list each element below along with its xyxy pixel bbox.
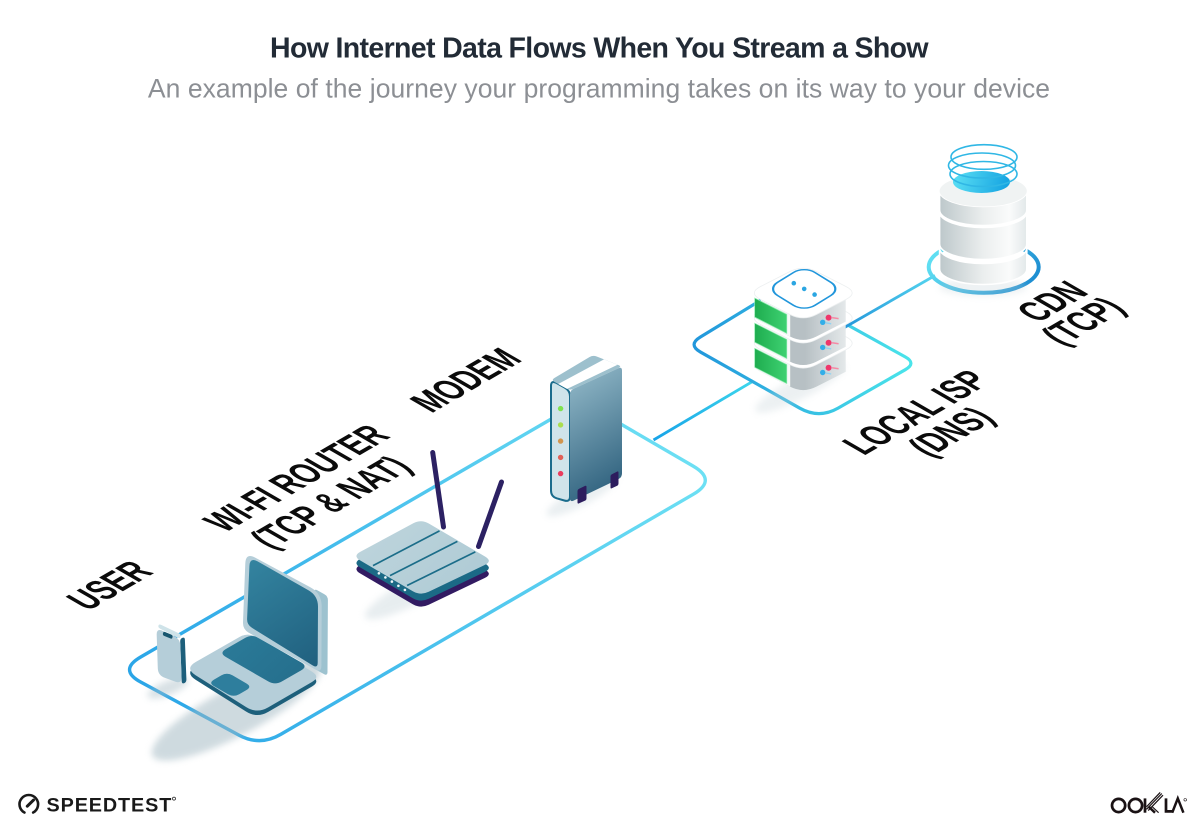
svg-text:SPEEDTEST: SPEEDTEST xyxy=(47,795,173,817)
svg-text:How Internet Data Flows When Y: How Internet Data Flows When You Stream … xyxy=(270,33,929,65)
svg-text:An example of the journey your: An example of the journey your programmi… xyxy=(148,74,1050,104)
